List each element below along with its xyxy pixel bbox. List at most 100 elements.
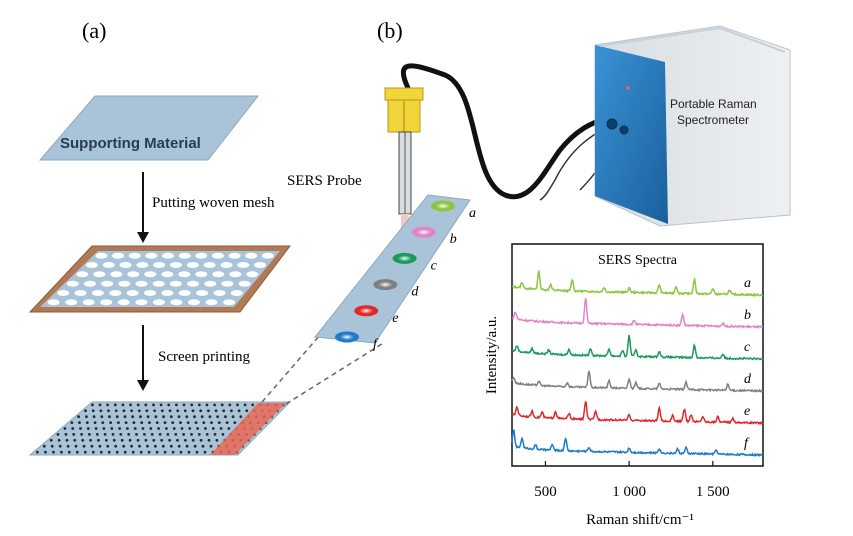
printed-spot [93,421,97,424]
mesh-hole [170,299,183,306]
printed-spot [167,403,171,407]
printed-spot [136,403,140,407]
printed-spot [215,438,219,442]
printed-spot [154,415,158,419]
mesh-hole [195,271,208,278]
printed-spot [203,450,207,454]
printed-spot [122,409,126,413]
sample-spot-label: d [411,285,419,300]
mesh-hole [238,280,251,287]
mesh-hole [83,280,96,287]
printed-spot [111,433,115,436]
printed-spot [113,403,117,407]
mesh-hole [212,271,225,278]
printed-spot [60,450,63,454]
printed-spot [115,415,119,419]
printed-spot [221,433,225,436]
printed-spot [217,421,221,424]
printed-spot [172,427,176,430]
series-label-e: e [744,404,750,419]
mesh-hole [109,290,122,296]
printed-spot [81,438,85,442]
printed-spot [207,409,210,413]
printed-spot [179,421,182,424]
printed-spot [179,450,183,454]
printed-spots [36,403,285,454]
printed-spot [190,433,193,436]
mesh-hole [153,262,166,268]
printed-spot [103,433,107,436]
printed-spot [195,450,199,454]
printed-spot [200,415,204,419]
sample-spot-label: e [392,311,398,326]
printed-spot [74,444,78,448]
printed-spot [92,415,96,419]
printed-spot [131,415,135,419]
printed-spot [137,409,141,413]
printed-spot [102,427,106,430]
printed-spot [64,433,68,436]
printed-spot [89,438,92,442]
printed-spot [56,433,60,436]
printed-spot [163,421,167,424]
printed-spot [183,409,187,413]
mesh-hole [118,280,131,287]
printed-spot [118,427,121,430]
mesh-hole [57,290,70,296]
printed-spot [233,421,237,424]
spectrometer-top-ridge [599,26,786,53]
printed-spot [184,438,187,442]
sample-spot-glow [416,229,431,236]
printed-spot [205,403,209,407]
printed-spot [205,433,209,436]
printed-spot [36,450,39,454]
printed-spot [185,444,189,448]
mesh-holes [47,252,274,306]
printed-spot [146,444,149,448]
printed-spot [237,409,241,413]
printed-spot [138,444,141,448]
mesh-hole [100,299,113,306]
printed-spot [175,403,178,407]
printed-spot [150,433,154,436]
printed-spot [219,427,223,430]
printed-spot [73,438,77,442]
printed-spot [144,403,148,407]
printed-spot [160,409,164,413]
mesh-hole [261,252,274,259]
spectrometer-port-2 [619,125,629,135]
printed-spot [106,403,109,407]
printed-spot [135,433,138,436]
printed-spot [211,427,215,430]
printed-spot [197,403,201,407]
printed-spot [188,427,192,430]
series-line-b [511,298,764,330]
printed-spot [44,450,47,454]
series-line-d [511,370,764,393]
mesh-hole [161,290,174,296]
printed-spot [67,450,71,454]
mesh-hole [178,271,191,278]
mesh-hole [188,299,200,306]
mesh-hole [220,262,233,268]
printed-spot [94,427,98,430]
printed-spot [180,427,184,430]
printed-spot [107,409,110,413]
mesh-hole [112,252,125,259]
series-line-c [511,334,764,361]
printed-spot [160,438,164,442]
printed-spot [157,427,161,430]
series-label-a: a [744,276,751,291]
series-line-e [511,401,764,425]
mesh-hole [117,299,130,306]
print-strip [210,403,286,455]
mesh-hole [101,280,114,287]
printed-spot [197,433,201,436]
mesh-hole [152,299,165,306]
series-label-f: f [744,436,750,451]
mesh-hole [110,271,123,278]
mesh-hole [82,299,95,306]
mesh-hole [196,290,209,296]
